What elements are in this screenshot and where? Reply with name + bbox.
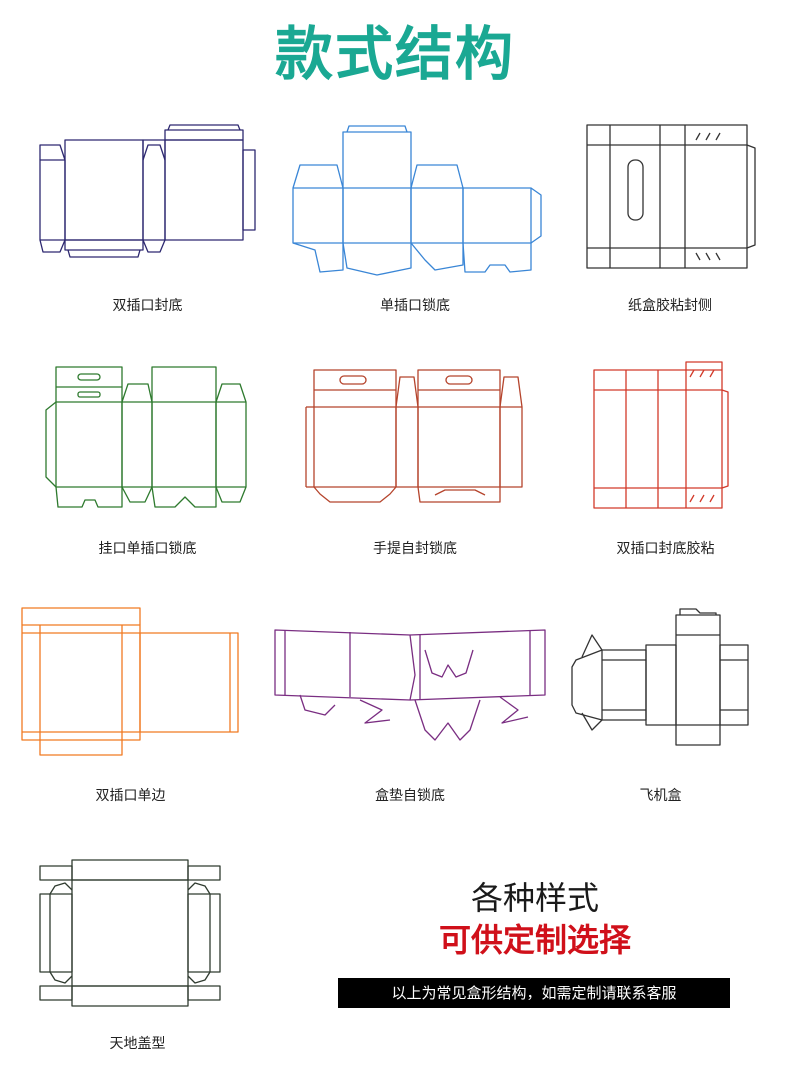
diagram-single-tuck-lock-bottom: [292, 125, 542, 276]
box-mailer: 飞机盒: [568, 605, 753, 805]
diagram-mailer: [571, 608, 749, 746]
contact-note-banner: 以上为常见盒形结构，如需定制请联系客服: [338, 978, 730, 1008]
diagram-hang-tab-lock-bottom: [45, 366, 247, 508]
box-single-tuck-lock-bottom: 单插口锁底: [285, 120, 545, 320]
box-label: 飞机盒: [639, 788, 682, 804]
box-label: 手提自封锁底: [373, 541, 457, 557]
promo-line-customizable: 可供定制选择: [438, 921, 631, 959]
box-glued-side: 纸盒胶粘封侧: [570, 120, 770, 320]
box-pad-self-lock: 盒垫自锁底: [270, 605, 550, 805]
box-label: 挂口单插口锁底: [98, 541, 197, 557]
diagram-glued-side: [586, 124, 756, 269]
box-hang-tab-lock-bottom: 挂口单插口锁底: [40, 362, 255, 562]
box-double-tuck-single-edge: 双插口单边: [18, 605, 243, 805]
box-double-tuck-glued: 双插口封底胶粘: [578, 361, 753, 562]
box-label: 单插口锁底: [380, 298, 450, 314]
diagram-double-tuck-single-edge: [21, 607, 239, 756]
box-handle-self-lock: 手提自封锁底: [300, 362, 530, 562]
box-label: 天地盖型: [109, 1036, 166, 1052]
diagram-double-tuck-glued: [593, 361, 729, 509]
diagram-lid-base: [39, 859, 221, 1007]
box-label: 盒垫自锁底: [375, 788, 445, 804]
page-title: 款式结构: [274, 20, 515, 88]
diagram-handle-self-lock: [305, 369, 523, 503]
box-lid-base: 天地盖型: [30, 858, 245, 1058]
diagram-double-tuck-bottom: [39, 124, 256, 258]
box-label: 双插口封底胶粘: [616, 541, 715, 557]
box-label: 双插口封底: [112, 298, 183, 314]
box-label: 纸盒胶粘封侧: [628, 298, 712, 314]
box-label: 双插口单边: [95, 788, 166, 804]
promo-line-various-styles: 各种样式: [470, 879, 599, 917]
box-double-tuck-bottom: 双插口封底: [30, 120, 265, 320]
diagram-pad-self-lock: [274, 629, 546, 741]
